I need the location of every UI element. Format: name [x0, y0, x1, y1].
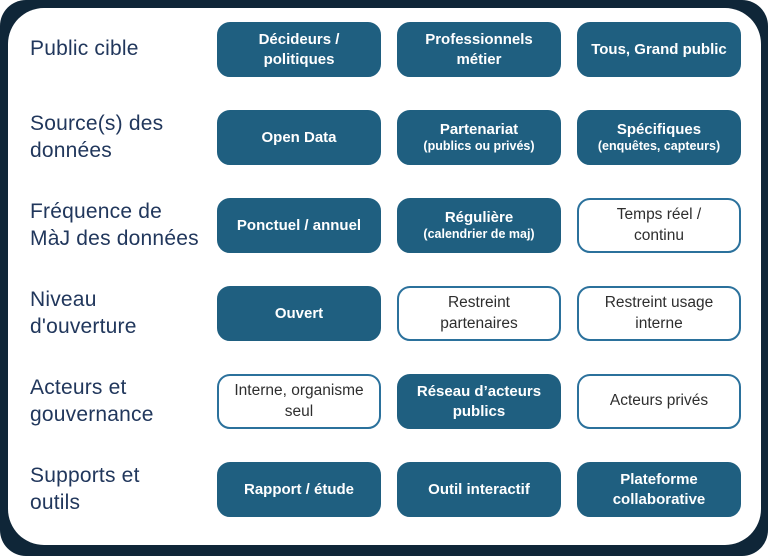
option-open-data[interactable]: Open Data — [217, 110, 381, 165]
option-decideurs-politiques[interactable]: Décideurs / politiques — [217, 22, 381, 77]
option-label: Acteurs privés — [609, 392, 709, 410]
option-outil-interactif[interactable]: Outil interactif — [397, 462, 561, 517]
option-label: Restreint usage interne — [604, 294, 714, 332]
option-sublabel: (calendrier de maj) — [423, 227, 535, 242]
option-label: Interne, organisme seul — [234, 382, 364, 420]
row-label-supports-et-outils: Supports et outils — [30, 464, 140, 514]
option-label: Réseau d’acteurs publics — [416, 383, 542, 420]
option-acteurs-prives[interactable]: Acteurs privés — [577, 374, 741, 429]
option-sublabel: (enquêtes, capteurs) — [597, 139, 721, 154]
option-specifiques[interactable]: Spécifiques(enquêtes, capteurs) — [577, 110, 741, 165]
option-partenariat[interactable]: Partenariat(publics ou privés) — [397, 110, 561, 165]
option-label: Spécifiques — [616, 120, 702, 138]
option-label: Régulière — [444, 208, 514, 226]
typology-card: Public cible Décideurs / politiques Profes… — [8, 8, 761, 545]
option-label: Temps réel / continu — [616, 206, 702, 244]
option-restreint-usage-interne[interactable]: Restreint usage interne — [577, 286, 741, 341]
option-label: Open Data — [261, 128, 337, 146]
row-label-acteurs-et-gouvernance: Acteurs et gouvernance — [30, 376, 154, 426]
row-label-public-cible: Public cible — [30, 37, 139, 61]
option-ponctuel-annuel[interactable]: Ponctuel / annuel — [217, 198, 381, 253]
option-rapport-etude[interactable]: Rapport / étude — [217, 462, 381, 517]
option-label: Plateforme collaborative — [612, 471, 706, 508]
option-restreint-partenaires[interactable]: Restreint partenaires — [397, 286, 561, 341]
row-label-source-s-des-donnees: Source(s) des données — [30, 112, 164, 162]
option-label: Restreint partenaires — [440, 294, 518, 332]
option-label: Rapport / étude — [243, 480, 354, 498]
option-temps-reel-continu[interactable]: Temps réel / continu — [577, 198, 741, 253]
option-ouvert[interactable]: Ouvert — [217, 286, 381, 341]
option-label: Ponctuel / annuel — [236, 216, 362, 234]
option-label: Décideurs / politiques — [258, 31, 340, 68]
option-reseau-d-acteurs-publics[interactable]: Réseau d’acteurs publics — [397, 374, 561, 429]
option-label: Outil interactif — [428, 480, 530, 498]
option-reguliere[interactable]: Régulière(calendrier de maj) — [397, 198, 561, 253]
option-tous-grand-public[interactable]: Tous, Grand public — [577, 22, 741, 77]
row-label-frequence-de-maj-des-donnees: Fréquence de MàJ des données — [30, 200, 199, 250]
option-plateforme-collaborative[interactable]: Plateforme collaborative — [577, 462, 741, 517]
option-professionnels-metier[interactable]: Professionnels métier — [397, 22, 561, 77]
option-label: Ouvert — [274, 304, 324, 322]
option-label: Partenariat — [439, 120, 519, 138]
option-interne-organisme-seul[interactable]: Interne, organisme seul — [217, 374, 381, 429]
typology-matrix: Public cible Décideurs / politiques Profes… — [8, 8, 761, 517]
option-sublabel: (publics ou privés) — [423, 139, 535, 154]
option-label: Professionnels métier — [425, 31, 533, 68]
option-label: Tous, Grand public — [591, 40, 727, 58]
row-label-niveau-d-ouverture: Niveau d'ouverture — [30, 288, 137, 338]
